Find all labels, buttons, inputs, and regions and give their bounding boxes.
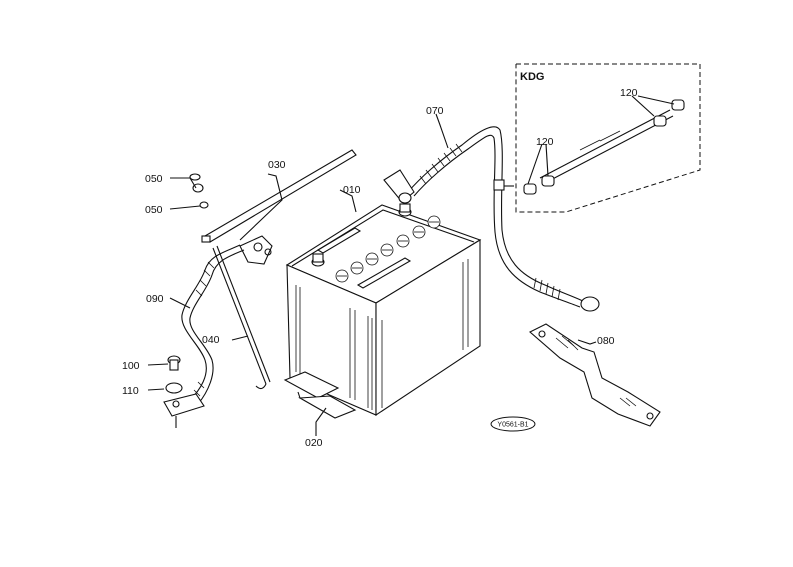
label-050-top: 050: [145, 173, 163, 185]
label-110: 110: [122, 385, 139, 397]
label-120-upper: 120: [620, 87, 638, 99]
battery: [283, 203, 482, 419]
hold-down-rod: [212, 235, 273, 390]
label-070: 070: [426, 105, 444, 117]
ground-strap: [529, 323, 661, 427]
label-020: 020: [305, 437, 323, 449]
label-090: 090: [146, 293, 164, 305]
kdg-detail-box: [515, 63, 701, 213]
drawing-code-text: Y0561-B1: [497, 422, 528, 429]
label-030: 030: [268, 159, 286, 171]
label-080: 080: [597, 335, 615, 347]
positive-cable: [383, 126, 600, 312]
bolt-washer: [165, 355, 183, 428]
negative-cable: [163, 244, 245, 417]
drawing-code-badge: Y0561-B1: [490, 416, 536, 432]
leader-lines: [147, 95, 675, 436]
label-040: 040: [202, 334, 220, 346]
label-010: 010: [343, 184, 361, 196]
part-labels: 010 020 030 040 050 050 070 080 090 100 …: [122, 71, 638, 449]
label-050-bottom: 050: [145, 204, 163, 216]
label-100: 100: [122, 360, 140, 372]
nut-washer: [189, 173, 209, 209]
label-kdg: KDG: [520, 71, 544, 83]
label-120-lower: 120: [536, 136, 554, 148]
